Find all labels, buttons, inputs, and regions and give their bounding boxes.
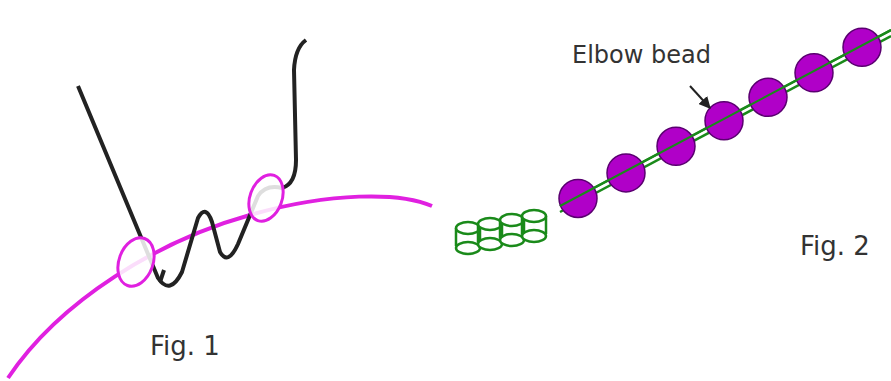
magenta-thread: [8, 196, 432, 378]
figure-label: Fig. 1: [150, 332, 220, 361]
coil-bottom: [522, 230, 546, 242]
bead-outline: [111, 233, 160, 292]
purple-bead: [843, 28, 881, 66]
coil-bottom: [500, 234, 524, 246]
green-thread: [560, 36, 891, 212]
fig2-drawing: [456, 28, 891, 254]
coil-top: [456, 222, 480, 234]
coil-top: [522, 210, 546, 222]
green-thread: [560, 30, 891, 206]
purple-bead: [749, 78, 787, 116]
callout-label: Elbow bead: [572, 42, 711, 68]
purple-bead: [657, 127, 695, 165]
coil-top: [478, 218, 502, 230]
purple-beads: [559, 28, 891, 217]
purple-bead: [705, 102, 743, 140]
purple-bead: [559, 179, 597, 217]
coil-bottom: [478, 238, 502, 250]
black-thread: [78, 40, 306, 286]
coil-bottom: [456, 242, 480, 254]
green-thread: [560, 30, 891, 206]
leader-arrow: [690, 86, 710, 108]
bead-outline: [243, 170, 289, 226]
purple-bead: [795, 54, 833, 92]
coil-beads: [456, 210, 546, 254]
purple-bead: [607, 154, 645, 192]
black-thread: [160, 270, 164, 282]
coil-top: [500, 214, 524, 226]
figure-label: Fig. 2: [800, 232, 870, 261]
fig1-drawing: [8, 40, 432, 378]
